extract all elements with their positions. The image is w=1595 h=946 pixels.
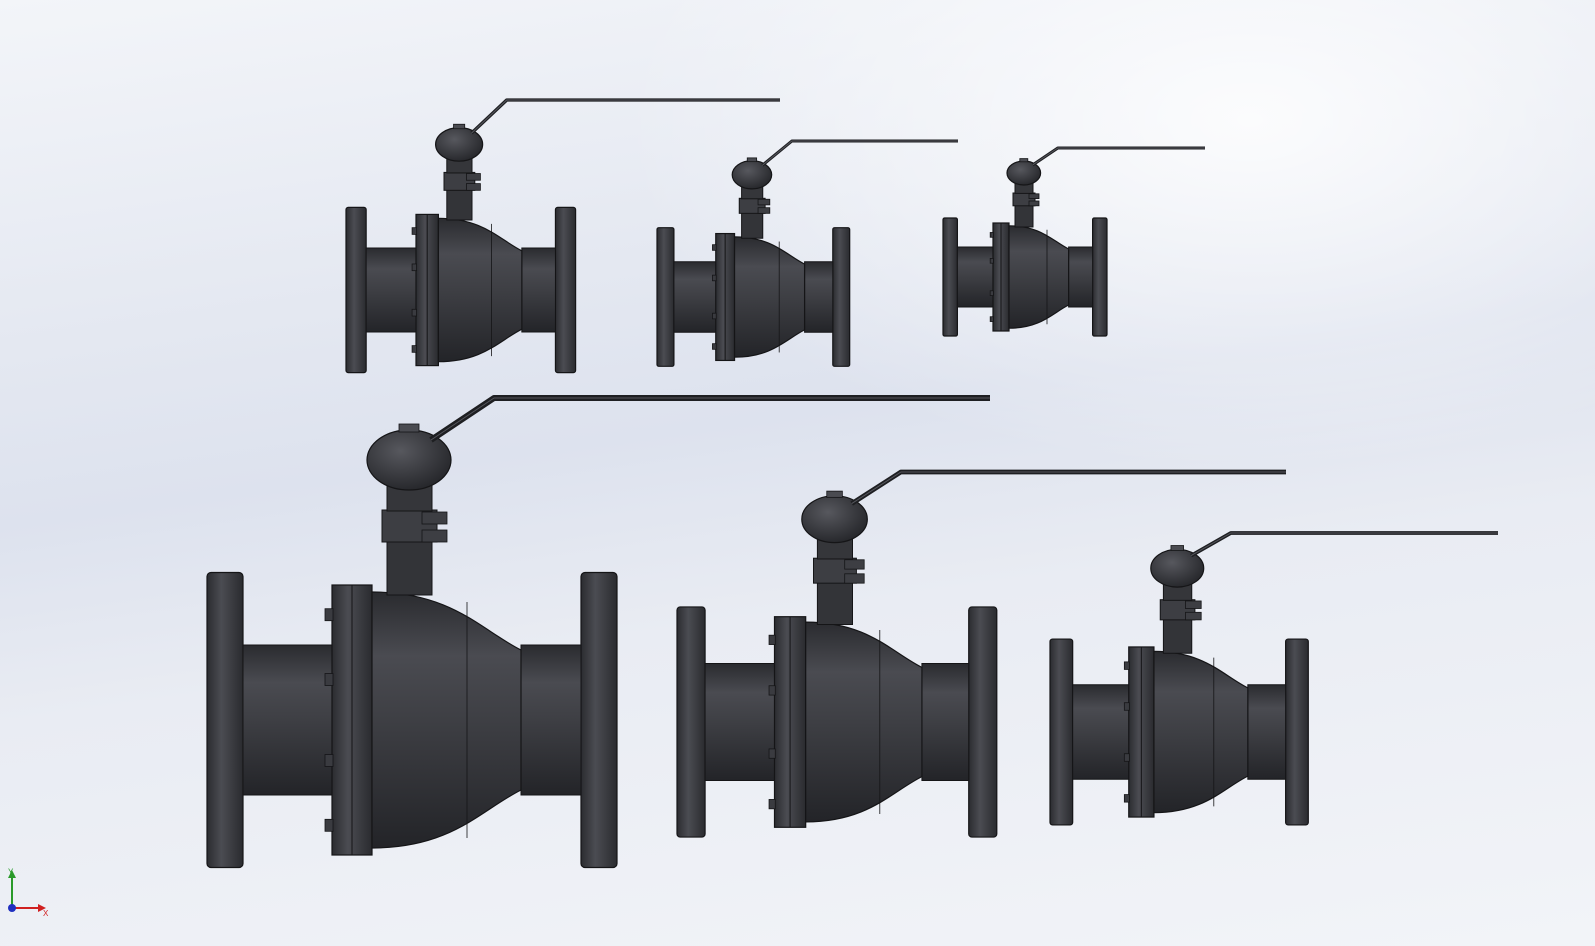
flange-left [345,206,367,374]
stem-neck [446,188,473,221]
bolt [411,227,417,235]
bolt [1123,753,1130,762]
valve-body [1153,650,1249,814]
bolt [411,308,417,317]
flange-right [968,606,998,838]
bolt [712,312,717,320]
bolt [989,290,994,296]
lever-handle [1031,146,1205,167]
bolt [989,232,994,238]
bolt [324,754,334,767]
lever-handle [429,395,990,443]
bolt [411,345,417,353]
flange-right [580,571,618,869]
flange-left [206,571,244,869]
stem-neck [741,211,764,239]
flange-left [676,606,706,838]
bolt [768,685,776,696]
bolt [324,818,334,832]
valve-small-top-3[interactable] [942,146,1205,337]
bolt [712,274,717,282]
lever-handle [850,469,1286,506]
x-axis-label: X [43,909,49,918]
flange-right [1285,638,1309,826]
bolt [1123,794,1130,803]
bolt [1123,702,1130,711]
bolt [324,673,334,686]
handle-knob [731,160,773,190]
stem-neck [386,539,433,596]
bolt [411,263,417,272]
pipe-neck-right [1068,246,1094,308]
bolt [768,634,776,645]
valve-body [437,217,523,363]
pipe-neck-right [521,247,556,333]
handle-knob [435,126,484,162]
bolt [712,244,717,251]
pipe-neck-right [921,663,970,781]
valve-body [371,591,522,849]
flange-right [832,227,851,367]
bolt [768,799,776,810]
flange-right [1091,217,1108,337]
bolt [712,343,717,350]
stem-neck [816,581,854,625]
flange-left [1049,638,1074,826]
valve-large-bottom-2[interactable] [676,469,1286,838]
stem-neck [1162,618,1193,654]
pipe-neck-right [520,644,582,796]
pipe-neck-right [804,261,834,333]
handle-knob [366,429,452,491]
valve-small-top-1[interactable] [345,98,780,374]
lever-handle [1190,531,1498,558]
pipe-neck-right [1247,684,1287,780]
y-axis-label: Y [8,868,14,877]
bolt [768,748,776,759]
handle-knob [801,495,868,544]
valve-large-bottom-1[interactable] [206,395,990,869]
bolt [989,257,994,264]
lever-handle [761,139,958,167]
stem-neck [1014,204,1034,228]
flange-left [942,217,958,337]
valve-large-bottom-3[interactable] [1049,531,1498,826]
axis-triad: Y X [8,868,49,918]
flange-right [554,206,577,374]
valve-body [805,621,923,823]
valve-body [1008,225,1070,329]
bolt [1123,661,1130,670]
valve-body [733,236,806,358]
valves-layer [206,98,1498,869]
bolt [324,608,334,622]
lever-handle [470,98,780,135]
flange-left [656,227,675,367]
bolt [989,316,994,322]
valve-small-top-2[interactable] [656,139,958,367]
